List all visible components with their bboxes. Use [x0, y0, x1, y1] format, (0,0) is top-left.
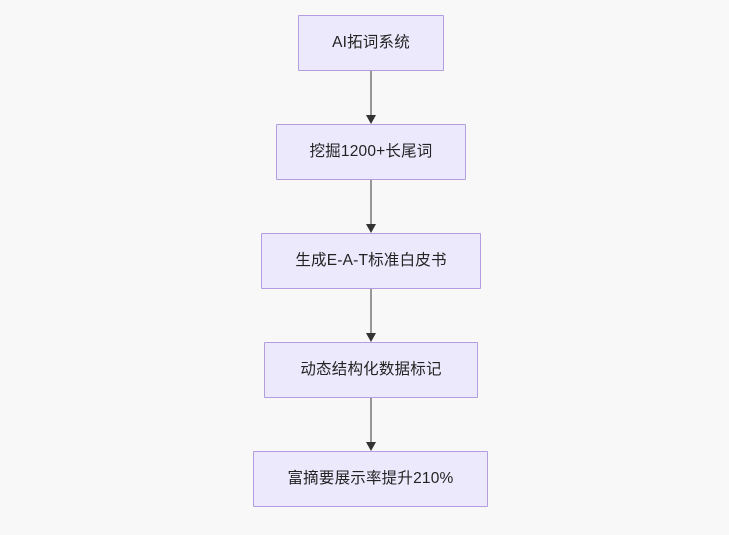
node-label: 动态结构化数据标记 [300, 361, 442, 379]
edge-node3-node4 [366, 289, 376, 342]
flowchart-node-ai-keyword-system[interactable]: AI拓词系统 [298, 15, 444, 71]
flowchart-node-structured-data-markup[interactable]: 动态结构化数据标记 [264, 342, 478, 398]
arrowhead-icon [366, 224, 376, 233]
edge-node4-node5 [366, 398, 376, 451]
arrowhead-icon [366, 333, 376, 342]
edge-node1-node2 [366, 71, 376, 124]
node-label: 富摘要展示率提升210% [287, 470, 454, 488]
arrowhead-icon [366, 115, 376, 124]
flowchart-node-eat-whitepaper[interactable]: 生成E-A-T标准白皮书 [261, 233, 481, 289]
flowchart-node-longtail-keywords[interactable]: 挖掘1200+长尾词 [276, 124, 466, 180]
flowchart-node-rich-snippet-result[interactable]: 富摘要展示率提升210% [253, 451, 488, 507]
node-label: AI拓词系统 [332, 34, 410, 52]
edge-node2-node3 [366, 180, 376, 233]
arrowhead-icon [366, 442, 376, 451]
node-label: 挖掘1200+长尾词 [309, 143, 433, 161]
node-label: 生成E-A-T标准白皮书 [295, 252, 447, 270]
